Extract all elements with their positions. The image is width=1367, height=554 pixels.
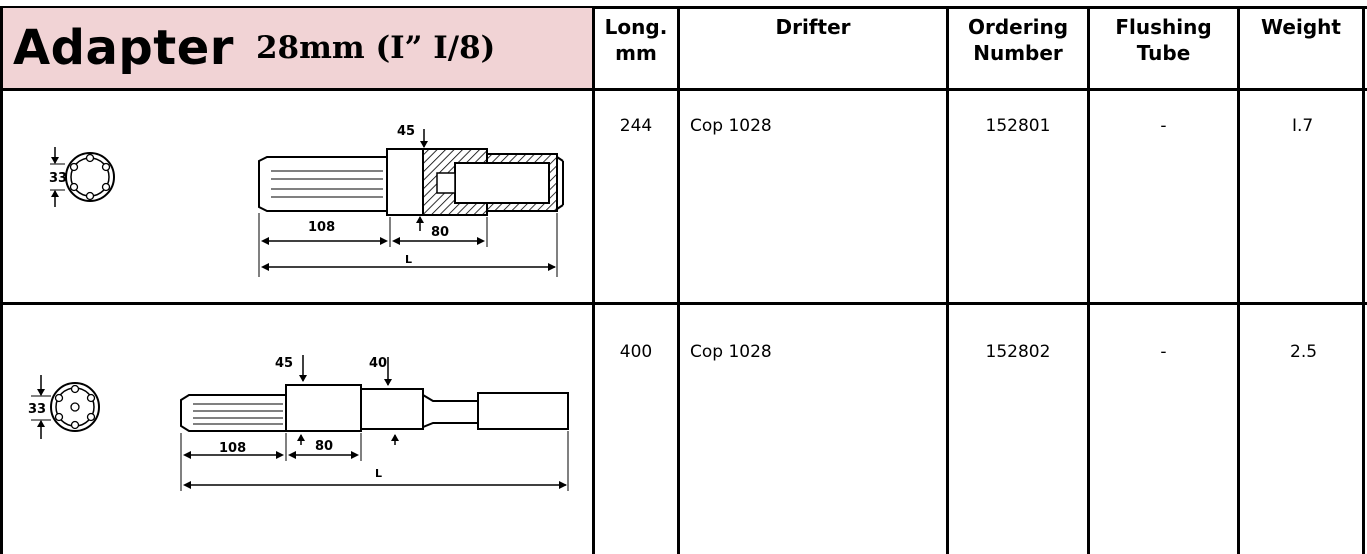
dim-label-80-1: 80 [431, 225, 449, 240]
col-divider [677, 6, 680, 554]
row1-ordering-number: 152801 [985, 116, 1051, 136]
header-long: Long. mm [604, 15, 668, 65]
row1-weight: I.7 [1292, 116, 1314, 136]
row2-ordering-number: 152802 [985, 342, 1051, 362]
end-dim-label-1: 33 [49, 171, 67, 186]
col-divider [1237, 6, 1240, 554]
col-divider [946, 6, 949, 554]
dim-label-45-2: 45 [275, 356, 293, 371]
end-view-2: 33 [28, 375, 100, 439]
row2-long: 400 [619, 342, 653, 362]
dim-label-108-1: 108 [308, 220, 335, 235]
right-border [1362, 6, 1365, 554]
dim-label-80-2: 80 [315, 439, 333, 454]
col-divider [592, 6, 595, 554]
adapter-drawing-2: 33 45 40 [28, 355, 569, 491]
end-dim-label-2: 33 [28, 402, 46, 417]
dim-label-40-2: 40 [369, 356, 387, 371]
header-drifter: Drifter [775, 15, 851, 39]
top-border [0, 6, 1367, 9]
header-weight: Weight [1261, 15, 1341, 39]
side-view-1: 45 108 80 L [258, 124, 564, 277]
row2-drifter: Cop 1028 [690, 342, 772, 362]
dim-label-108-2: 108 [219, 441, 246, 456]
header-flushing-tube: Flushing Tube [1115, 15, 1212, 65]
dim-label-L-2: L [375, 467, 382, 480]
adapter-drawing-1: 33 45 [49, 124, 564, 277]
left-border [0, 6, 3, 554]
row1-long: 244 [619, 116, 653, 136]
title-block: Adapter 28mm (I” I/8) [3, 8, 592, 88]
row2-flushing-tube: - [1160, 342, 1167, 362]
row1-drifter: Cop 1028 [690, 116, 772, 136]
page-subtitle: 28mm (I” I/8) [255, 30, 496, 66]
header-bottom-border [0, 88, 1367, 91]
header-ordering-number: Ordering Number [967, 15, 1069, 65]
dim-label-L-1: L [405, 253, 412, 266]
row-divider [0, 302, 1367, 305]
dim-label-45-1: 45 [397, 124, 415, 139]
side-view-2: 45 40 108 80 L [180, 355, 569, 491]
end-view-1: 33 [49, 147, 115, 207]
page-title: Adapter [13, 20, 234, 76]
col-divider [1087, 6, 1090, 554]
row1-flushing-tube: - [1160, 116, 1167, 136]
row2-weight: 2.5 [1290, 342, 1318, 362]
